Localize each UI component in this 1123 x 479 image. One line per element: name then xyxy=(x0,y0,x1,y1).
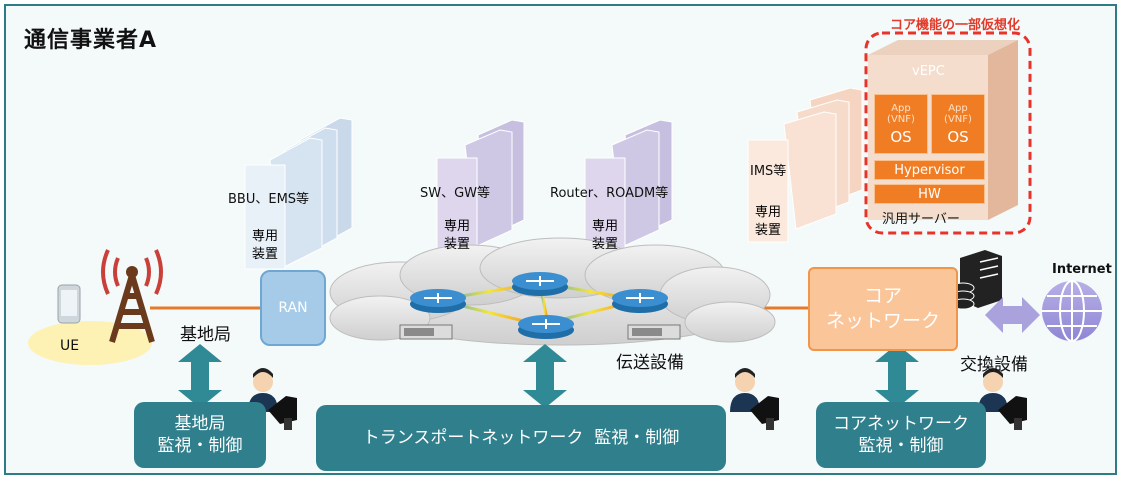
vepc-hypervisor: Hypervisor xyxy=(874,160,985,180)
transport-device-icon-2 xyxy=(627,324,681,340)
sw-gw-equipment-stack xyxy=(436,119,525,257)
vepc-app-2: App (VNF) OS xyxy=(931,94,985,154)
vepc-name: vEPC xyxy=(912,64,945,79)
server-rack-icon xyxy=(951,250,1002,310)
vepc-os-2: OS xyxy=(947,127,969,146)
vepc-app-1: App (VNF) OS xyxy=(874,94,928,154)
router-icon-2 xyxy=(512,272,568,296)
operator-icon-1 xyxy=(248,368,297,430)
transport-device-icon-1 xyxy=(399,324,453,340)
router-roadm-equipment-stack xyxy=(584,119,673,257)
ims-equipment-stack xyxy=(747,87,863,243)
transport-network-monitoring-box: トランスポートネットワーク 監視・制御 xyxy=(316,405,726,471)
router-roadm-label: Router、ROADM等 xyxy=(550,186,669,201)
core-network-box: コア ネットワーク xyxy=(808,267,958,351)
operator-icon-2 xyxy=(730,368,779,430)
router-icon-4 xyxy=(518,315,574,339)
antenna-tower-icon xyxy=(101,249,163,343)
ue-area xyxy=(28,321,152,365)
internet-double-arrow xyxy=(985,297,1040,333)
vepc-os-1: OS xyxy=(890,127,912,146)
sw-gw-label: SW、GW等 xyxy=(420,186,491,201)
operator-icon-3 xyxy=(978,368,1027,430)
vepc-server-label: 汎用サーバー xyxy=(882,212,960,227)
arrow-base-monitoring xyxy=(178,344,222,408)
bbu-dedicated-device-label: 専用 装置 xyxy=(251,229,278,262)
vepc-hw: HW xyxy=(874,184,985,204)
operator-title: 通信事業者A xyxy=(24,28,158,53)
virtualization-label: コア機能の一部仮想化 xyxy=(890,18,1021,33)
arrow-transport-monitoring xyxy=(523,344,567,408)
exchange-equipment-label: 交換設備 xyxy=(960,355,1028,375)
base-station-monitoring-box: 基地局 監視・制御 xyxy=(134,402,266,468)
ue-label: UE xyxy=(60,338,80,354)
vepc-app-2-label: App (VNF) xyxy=(944,102,972,126)
router-icon-1 xyxy=(410,289,466,313)
ran-box: RAN xyxy=(260,270,326,346)
virtualization-dashed-boundary xyxy=(864,31,1032,235)
transport-equipment-label: 伝送設備 xyxy=(616,353,684,373)
router-roadm-dedicated-device-label: 専用 装置 xyxy=(591,219,618,252)
ims-dedicated-device-label: 専用 装置 xyxy=(754,205,781,238)
internet-label: Internet xyxy=(1052,262,1112,277)
bbu-ems-label: BBU、EMS等 xyxy=(228,192,310,207)
base-station-label: 基地局 xyxy=(180,325,231,345)
sw-gw-dedicated-device-label: 専用 装置 xyxy=(443,219,470,252)
globe-icon xyxy=(1042,280,1102,342)
core-network-monitoring-box: コアネットワーク 監視・制御 xyxy=(816,402,986,468)
bbu-equipment-stack xyxy=(244,117,353,270)
smartphone-icon xyxy=(57,284,81,324)
vepc-app-1-label: App (VNF) xyxy=(887,102,915,126)
arrow-core-monitoring xyxy=(875,344,919,408)
router-icon-3 xyxy=(612,289,668,313)
ims-label: IMS等 xyxy=(750,164,787,179)
